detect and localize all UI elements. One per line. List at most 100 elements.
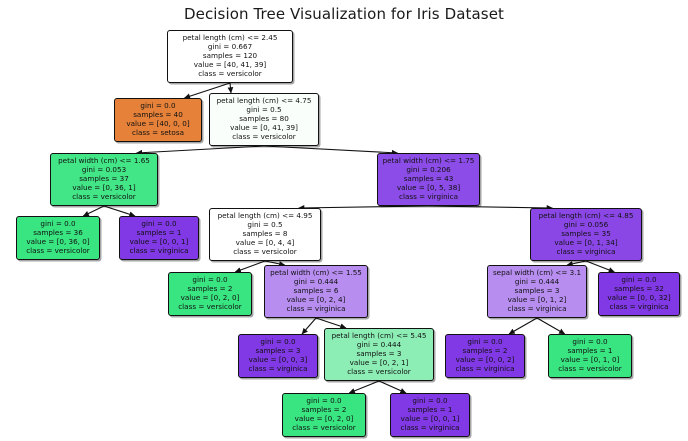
tree-node-line: class = virginica bbox=[286, 304, 346, 314]
tree-node-line: gini = 0.0 bbox=[306, 396, 342, 405]
tree-node-line: petal length (cm) <= 4.75 bbox=[216, 96, 312, 105]
tree-node-line: samples = 3 bbox=[356, 349, 402, 359]
tree-node-line: class = versicolor bbox=[232, 132, 296, 142]
tree-node-line: gini = 0.0 bbox=[260, 337, 296, 346]
tree-node-line: value = [0, 5, 38] bbox=[396, 183, 461, 193]
tree-node-line: class = virginica bbox=[248, 364, 308, 374]
tree-node-line: gini = 0.0 bbox=[140, 101, 176, 110]
tree-node-line: petal length (cm) <= 5.45 bbox=[331, 331, 427, 340]
tree-node-line: gini = 0.5 bbox=[247, 220, 283, 230]
tree-node-line: gini = 0.056 bbox=[563, 220, 609, 230]
tree-node-line: value = [40, 0, 0] bbox=[126, 119, 190, 129]
tree-node-line: samples = 2 bbox=[187, 284, 233, 294]
tree-node-line: samples = 3 bbox=[255, 346, 301, 356]
tree-node-line: class = versicolor bbox=[198, 69, 262, 79]
tree-edge bbox=[264, 260, 286, 267]
tree-edge bbox=[227, 82, 234, 94]
tree-node-line: gini = 0.0 bbox=[192, 275, 228, 284]
tree-edge bbox=[566, 260, 587, 267]
tree-edge bbox=[508, 317, 538, 335]
tree-node-line: value = [0, 36, 1] bbox=[72, 183, 136, 193]
tree-node-line: petal width (cm) <= 1.75 bbox=[382, 156, 475, 165]
tree-edge bbox=[585, 260, 615, 273]
tree-node-line: value = [0, 4, 4] bbox=[235, 238, 295, 248]
tree-node-line: gini = 0.0 bbox=[412, 396, 448, 405]
tree-node-line: samples = 120 bbox=[202, 51, 258, 61]
tree-node-line: class = virginica bbox=[129, 246, 189, 256]
tree-node-line: petal length (cm) <= 4.95 bbox=[217, 211, 313, 220]
tree-node-line: gini = 0.444 bbox=[293, 277, 339, 287]
tree-node-line: petal length (cm) <= 4.85 bbox=[538, 211, 634, 220]
tree-edge bbox=[298, 205, 429, 211]
tree-node-line: class = versicolor bbox=[347, 367, 411, 377]
tree-node-line: sepal width (cm) <= 3.1 bbox=[492, 268, 582, 277]
tree-node-line: samples = 2 bbox=[301, 405, 347, 415]
tree-node-line: value = [0, 2, 0] bbox=[180, 293, 240, 303]
tree-node-line: value = [0, 1, 0] bbox=[560, 355, 620, 365]
tree-node-line: class = virginica bbox=[556, 247, 616, 257]
tree-node-line: samples = 1 bbox=[567, 346, 613, 356]
tree-node-line: class = versicolor bbox=[26, 246, 90, 256]
tree-node-line: samples = 40 bbox=[133, 110, 183, 120]
tree-node-line: gini = 0.667 bbox=[207, 42, 253, 52]
tree-node-line: value = [0, 41, 39] bbox=[230, 123, 298, 133]
tree-node-line: class = virginica bbox=[507, 304, 567, 314]
tree-node-line: value = [0, 0, 2] bbox=[455, 355, 515, 365]
tree-edge bbox=[378, 380, 407, 394]
tree-node-line: samples = 6 bbox=[293, 286, 339, 296]
tree-node-line: value = [0, 0, 32] bbox=[607, 293, 671, 303]
tree-node-line: class = versicolor bbox=[292, 423, 356, 433]
tree-node-line: samples = 36 bbox=[33, 228, 83, 238]
tree-node-line: samples = 80 bbox=[239, 114, 289, 124]
tree-edge bbox=[183, 82, 231, 99]
tree-edge bbox=[428, 205, 553, 211]
tree-node-line: value = [0, 1, 34] bbox=[554, 238, 618, 248]
tree-node-line: value = [40, 41, 39] bbox=[193, 60, 267, 70]
tree-node-line: class = setosa bbox=[132, 128, 184, 138]
page-title: Decision Tree Visualization for Iris Dat… bbox=[183, 5, 505, 23]
tree-node-line: value = [0, 0, 3] bbox=[248, 355, 308, 365]
tree-node-line: gini = 0.5 bbox=[246, 105, 282, 115]
tree-edge bbox=[263, 145, 399, 156]
tree-node-line: class = versicolor bbox=[178, 302, 242, 312]
tree-node-line: samples = 1 bbox=[136, 228, 182, 238]
tree-node-line: class = versicolor bbox=[72, 192, 136, 202]
tree-node-line: samples = 2 bbox=[462, 346, 508, 356]
tree-node-line: samples = 8 bbox=[242, 229, 288, 239]
tree-edge bbox=[135, 145, 265, 156]
tree-node-line: samples = 32 bbox=[614, 284, 664, 294]
tree-node-line: class = virginica bbox=[609, 302, 669, 312]
tree-node-line: value = [0, 2, 4] bbox=[286, 295, 346, 305]
tree-node-line: value = [0, 2, 0] bbox=[294, 414, 354, 424]
tree-node-line: class = virginica bbox=[399, 192, 458, 202]
tree-edge bbox=[536, 317, 566, 335]
tree-edge bbox=[315, 317, 347, 329]
tree-node-line: gini = 0.0 bbox=[141, 219, 177, 228]
tree-node-line: value = [0, 0, 1] bbox=[129, 237, 189, 247]
tree-node-line: gini = 0.0 bbox=[40, 219, 76, 228]
tree-node-line: gini = 0.0 bbox=[467, 337, 503, 346]
tree-node-line: value = [0, 0, 1] bbox=[400, 414, 460, 424]
tree-node-line: value = [0, 2, 1] bbox=[349, 358, 409, 368]
tree-node-line: gini = 0.444 bbox=[514, 277, 560, 287]
tree-node-line: class = virginica bbox=[455, 364, 515, 374]
tree-node-line: class = versicolor bbox=[558, 364, 622, 374]
tree-node-line: value = [0, 36, 0] bbox=[26, 237, 90, 247]
tree-edge bbox=[348, 380, 380, 394]
tree-node-line: samples = 37 bbox=[79, 174, 129, 184]
